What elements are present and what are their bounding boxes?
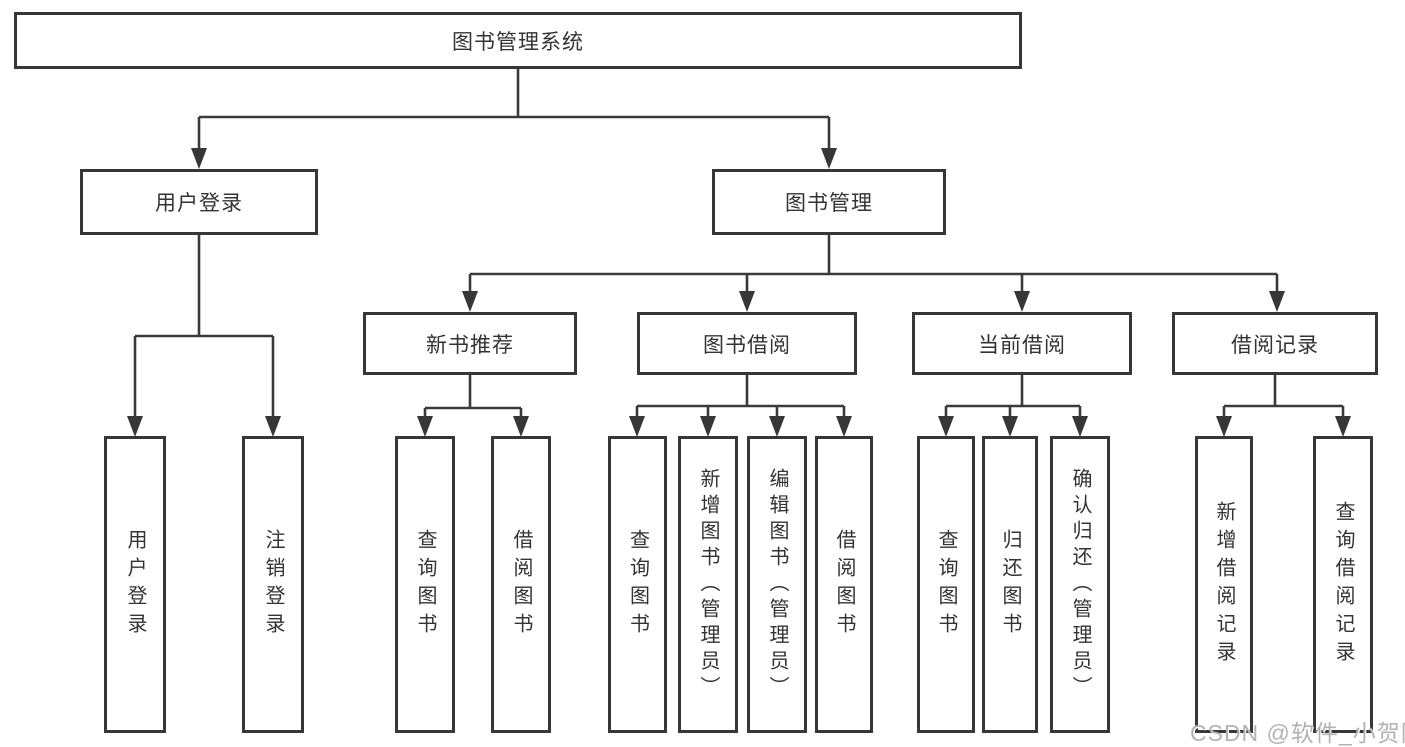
arrow-down-icon — [265, 416, 281, 437]
leaf-query-books-recommend: 查询图书 — [395, 436, 455, 733]
connector-records-to-leaves — [1222, 375, 1345, 416]
leaf-add-borrow-record: 新增借阅记录 — [1195, 436, 1253, 733]
node-book-management: 图书管理 — [712, 169, 946, 235]
connector-borrow-to-leaves — [635, 375, 846, 416]
connector-root-to-level2 — [197, 69, 831, 148]
arrow-down-icon — [1269, 291, 1285, 312]
arrow-down-icon — [513, 416, 529, 437]
node-user-login: 用户登录 — [80, 169, 318, 235]
arrow-down-icon — [938, 416, 954, 437]
leaf-confirm-return-admin: 确认归还（管理员） — [1050, 436, 1110, 733]
leaf-user-login: 用户登录 — [104, 436, 166, 733]
arrow-down-icon — [462, 291, 478, 312]
leaf-edit-books-admin: 编辑图书（管理员） — [747, 436, 807, 733]
leaf-borrow-books-recommend: 借阅图书 — [491, 436, 551, 733]
arrow-down-icon — [1072, 416, 1088, 437]
arrow-down-icon — [1002, 416, 1018, 437]
arrow-down-icon — [700, 416, 716, 437]
node-book-borrowing: 图书借阅 — [637, 312, 857, 375]
arrow-down-icon — [629, 416, 645, 437]
node-current-borrowing: 当前借阅 — [912, 312, 1132, 375]
connector-current-to-leaves — [944, 375, 1082, 416]
leaf-add-books-admin: 新增图书（管理员） — [678, 436, 738, 733]
arrow-down-icon — [1014, 291, 1030, 312]
arrow-down-icon — [836, 416, 852, 437]
node-borrowing-records: 借阅记录 — [1172, 312, 1378, 375]
arrow-down-icon — [739, 291, 755, 312]
csdn-watermark: CSDN @软件_小贺同学 — [1190, 720, 1405, 746]
arrow-down-icon — [1335, 416, 1351, 437]
node-library-management-system: 图书管理系统 — [14, 12, 1022, 69]
arrow-down-icon — [769, 416, 785, 437]
connector-login-to-leaves — [133, 235, 275, 416]
arrow-down-icon — [191, 148, 207, 169]
leaf-logout: 注销登录 — [242, 436, 304, 733]
connector-mgmt-to-level3 — [468, 235, 1279, 292]
leaf-query-books-borrow: 查询图书 — [608, 436, 667, 733]
connector-recommend-to-leaves — [423, 375, 523, 416]
node-new-book-recommendation: 新书推荐 — [363, 312, 577, 375]
leaf-return-books: 归还图书 — [982, 436, 1038, 733]
arrow-down-icon — [127, 416, 143, 437]
arrow-down-icon — [821, 148, 837, 169]
leaf-query-borrow-record: 查询借阅记录 — [1313, 436, 1373, 733]
arrow-down-icon — [1216, 416, 1232, 437]
leaf-query-books-current: 查询图书 — [917, 436, 975, 733]
leaf-borrow-books: 借阅图书 — [815, 436, 873, 733]
arrow-down-icon — [417, 416, 433, 437]
